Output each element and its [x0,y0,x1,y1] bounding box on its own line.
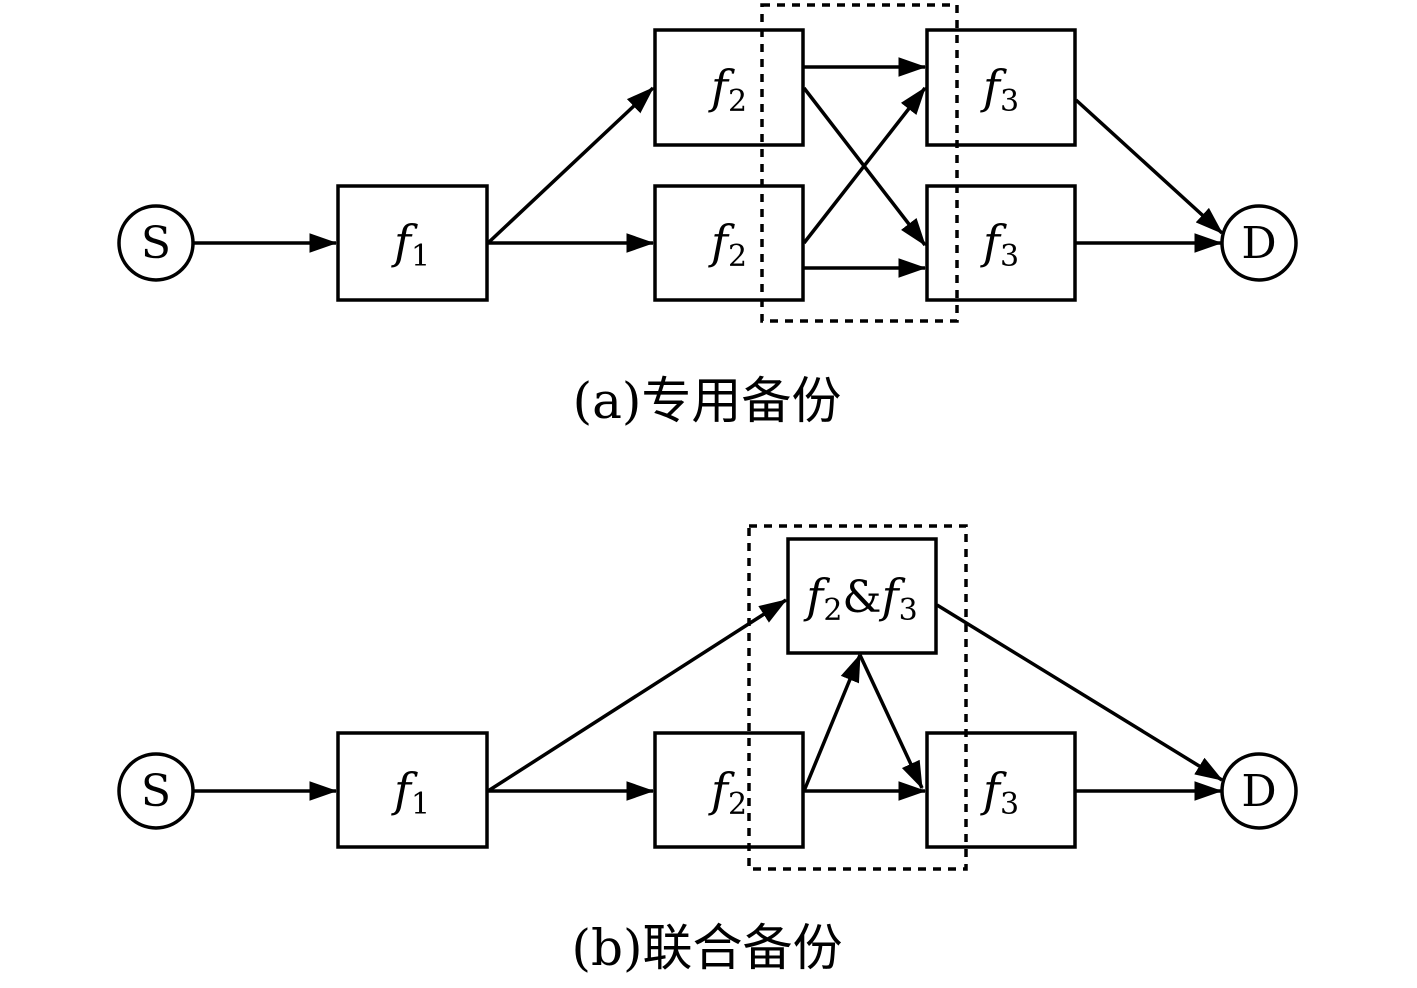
edge-f3top-d [1074,98,1224,235]
f2-bottom-box: f2 [653,184,805,302]
edge-f1-combined [487,598,788,793]
f3-box: f3 [925,731,1077,849]
f1-box: f1 [336,731,489,849]
edge-f1-f2-top [486,86,655,245]
edge-f2bottom-f3top [802,86,927,245]
diagram-b: S D f1 f2 f3 f2&f3 [117,524,1298,977]
combined-f2-f3-box: f2&f3 [786,537,938,655]
dest-label: D [1241,218,1276,269]
caption-a: (a)专用备份 [573,372,842,430]
edge-combined-d [936,603,1224,782]
dest-label: D [1241,766,1276,817]
diagram-a: S D f1 f2 f2 f3 [117,3,1298,430]
source-node: S [117,752,195,830]
source-node: S [117,204,195,282]
dashed-group-b [747,524,968,871]
caption-b: (b)联合备份 [571,919,842,977]
f2-top-box: f2 [653,28,805,147]
f3-bottom-box: f3 [925,184,1077,302]
dest-node: D [1220,752,1298,830]
f2-box: f2 [653,731,805,849]
edge-f2-combined [802,653,862,792]
dest-node: D [1220,204,1298,282]
f3-top-box: f3 [925,28,1077,147]
source-label: S [141,218,171,269]
edge-combined-f3 [858,654,924,790]
source-label: S [141,766,171,817]
dashed-group-a [760,3,959,323]
f1-box: f1 [336,184,489,302]
